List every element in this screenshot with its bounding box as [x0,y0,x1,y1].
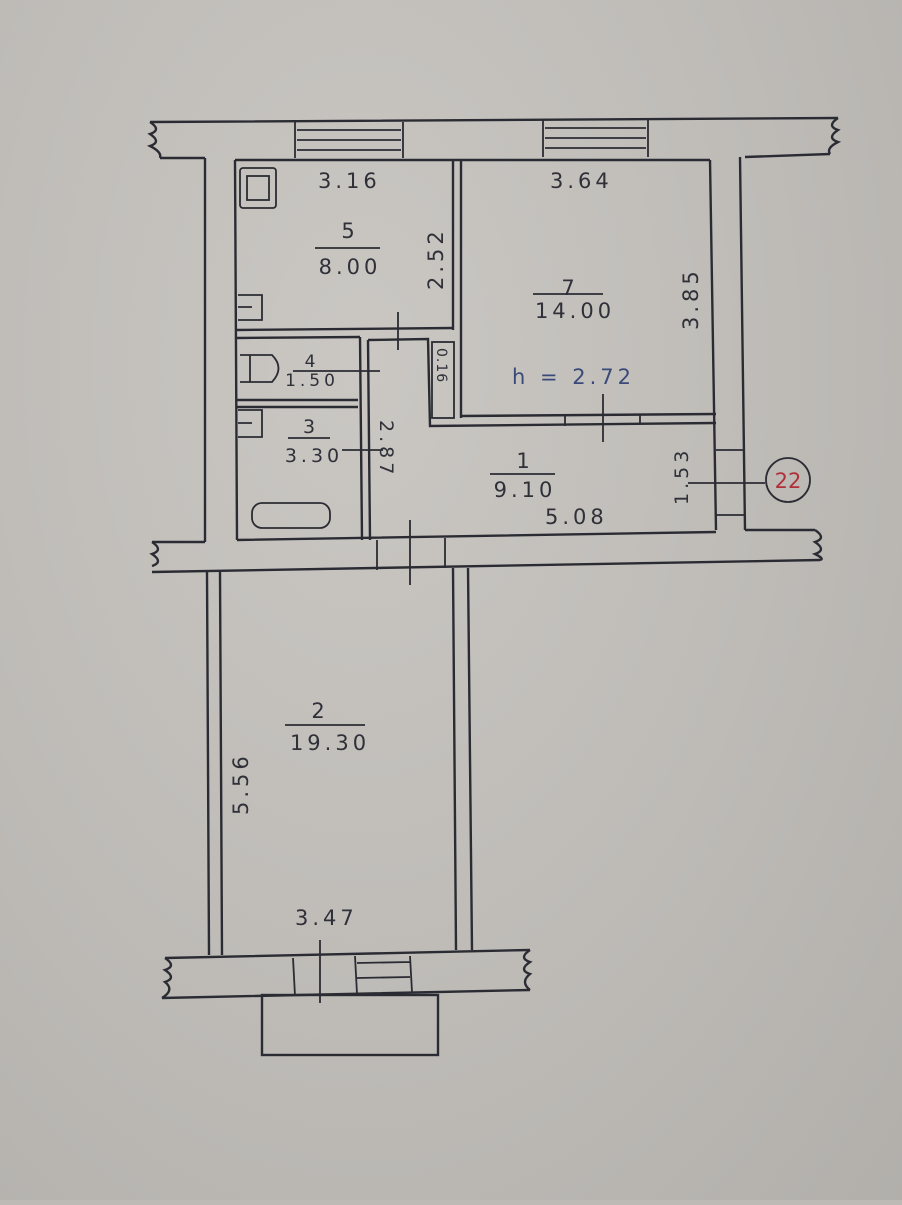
dim-room2-length: 5.56 [229,752,253,815]
toilet-icon [240,354,280,383]
room-7-number: 7 [561,276,578,300]
room-7-area: 14.00 [535,299,615,323]
apartment-number: 22 [775,469,802,493]
ceiling-height: h = 2.72 [512,365,635,389]
closet [431,341,455,419]
fixtures [238,167,455,529]
dim-room2-width: 3.47 [295,906,358,930]
interior-walls [236,160,717,541]
dim-hall-width: 1.53 [671,447,693,505]
bathtub-icon [251,502,331,529]
sink-icon [238,294,263,321]
room-2-area: 19.30 [290,731,370,755]
dim-corridor-length: 2.87 [375,420,397,478]
dim-room7-width: 3.64 [550,169,613,193]
room-5-area: 8.00 [319,255,382,279]
room-3-number: 3 [303,416,319,438]
exterior-walls [146,116,842,585]
room-4-number: 4 [305,352,320,372]
dim-closet: 0.16 [433,348,449,383]
porch [260,993,440,1057]
room-3-area: 3.30 [285,445,343,467]
stove-icon [239,167,277,209]
room-1-number: 1 [516,449,533,473]
room-2-number: 2 [311,699,328,723]
stove-burners-icon [246,175,270,201]
dim-hall-length: 5.08 [545,505,608,529]
room-5-number: 5 [341,219,358,243]
dim-kitchen-depth: 2.52 [424,227,448,290]
dim-room7-depth: 3.85 [679,267,703,330]
room-2-walls [161,567,533,1057]
apartment-number-circle [765,457,811,503]
washbasin-icon [238,409,263,438]
room-1-area: 9.10 [494,478,557,502]
dim-kitchen-width: 3.16 [318,169,381,193]
room-4-area: 1.50 [285,371,339,391]
